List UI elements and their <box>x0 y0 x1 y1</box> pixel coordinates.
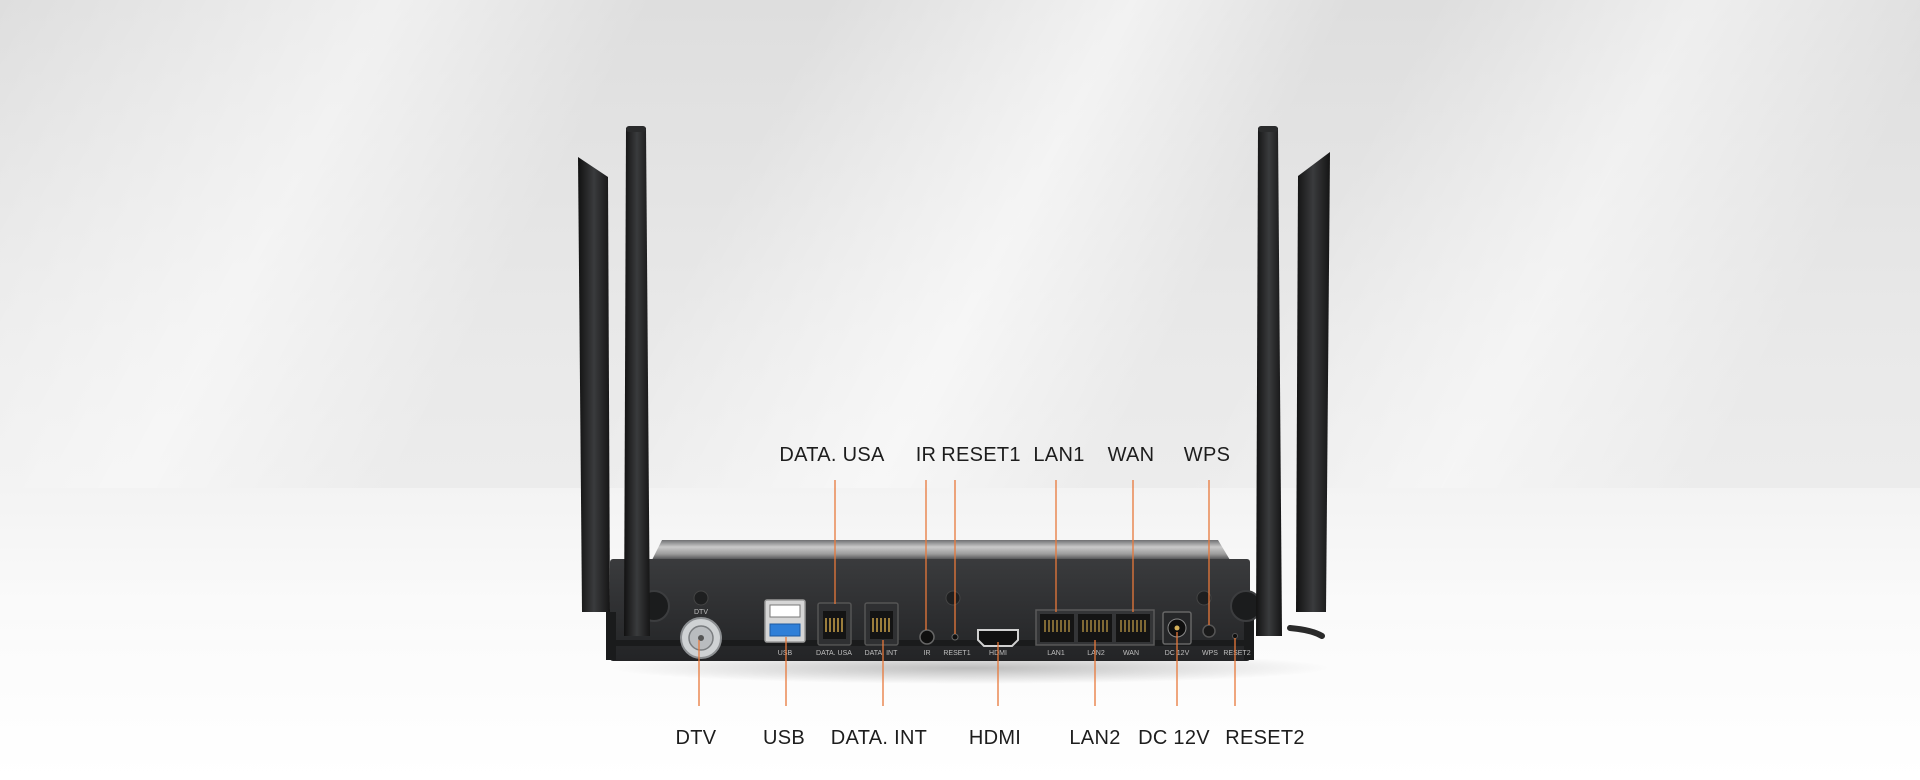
antenna-right-rear <box>1296 152 1330 612</box>
panel-print-wan: WAN <box>1123 650 1139 657</box>
label-lan2: LAN2 <box>1069 727 1121 749</box>
label-reset1: RESET1 <box>941 444 1021 466</box>
label-usb: USB <box>762 727 806 749</box>
reset2-pinhole <box>1232 633 1238 639</box>
router-foot-left <box>606 612 616 660</box>
dtv-coax-pin <box>698 635 704 641</box>
antenna-left-front <box>624 128 650 636</box>
panel-print-data-int: DATA. INT <box>865 650 899 657</box>
data-usa-pins <box>825 618 843 632</box>
panel-print-lan1: LAN1 <box>1047 650 1065 657</box>
wan-port <box>1116 614 1150 642</box>
label-dtv: DTV <box>675 727 717 749</box>
reset1-pinhole <box>951 633 959 641</box>
ir-jack <box>919 629 935 645</box>
lan1-port <box>1040 614 1074 642</box>
label-ir: IR <box>915 444 937 466</box>
label-data-int: DATA. INT <box>830 727 928 749</box>
router-top-surface <box>652 540 1230 560</box>
screw-icon <box>1196 590 1212 606</box>
usb-port-bottom <box>769 623 801 637</box>
label-data-usa: DATA. USA <box>779 444 885 466</box>
router-foot-right <box>1244 612 1254 660</box>
antenna-right-front-tip <box>1258 126 1278 132</box>
screw-icon <box>693 590 709 606</box>
label-wps: WPS <box>1183 444 1231 466</box>
wps-button <box>1202 624 1216 638</box>
panel-print-reset2: RESET2 <box>1223 650 1250 657</box>
panel-print-lan2: LAN2 <box>1087 650 1105 657</box>
panel-print-reset1: RESET1 <box>943 650 970 657</box>
label-reset2: RESET2 <box>1225 727 1305 749</box>
power-cable <box>1287 625 1325 639</box>
panel-print-dtv: DTV <box>694 609 708 616</box>
data-int-pins <box>872 618 890 632</box>
lan2-port <box>1078 614 1112 642</box>
antenna-right-front <box>1256 128 1282 636</box>
label-lan1: LAN1 <box>1033 444 1085 466</box>
panel-print-data-usa: DATA. USA <box>816 650 852 657</box>
panel-print-ir: IR <box>924 650 931 657</box>
antenna-left-rear <box>578 157 610 612</box>
antenna-left-front-tip <box>626 126 646 132</box>
screw-icon <box>945 590 961 606</box>
panel-print-wps: WPS <box>1202 650 1218 657</box>
usb-port-top <box>769 604 801 618</box>
label-hdmi: HDMI <box>968 727 1022 749</box>
hdmi-port <box>977 629 1019 647</box>
label-dc12v: DC 12V <box>1138 727 1210 749</box>
label-wan: WAN <box>1107 444 1155 466</box>
background-wall <box>0 0 1920 490</box>
dc-power-pin <box>1174 625 1180 631</box>
panel-print-usb: USB <box>778 650 793 657</box>
